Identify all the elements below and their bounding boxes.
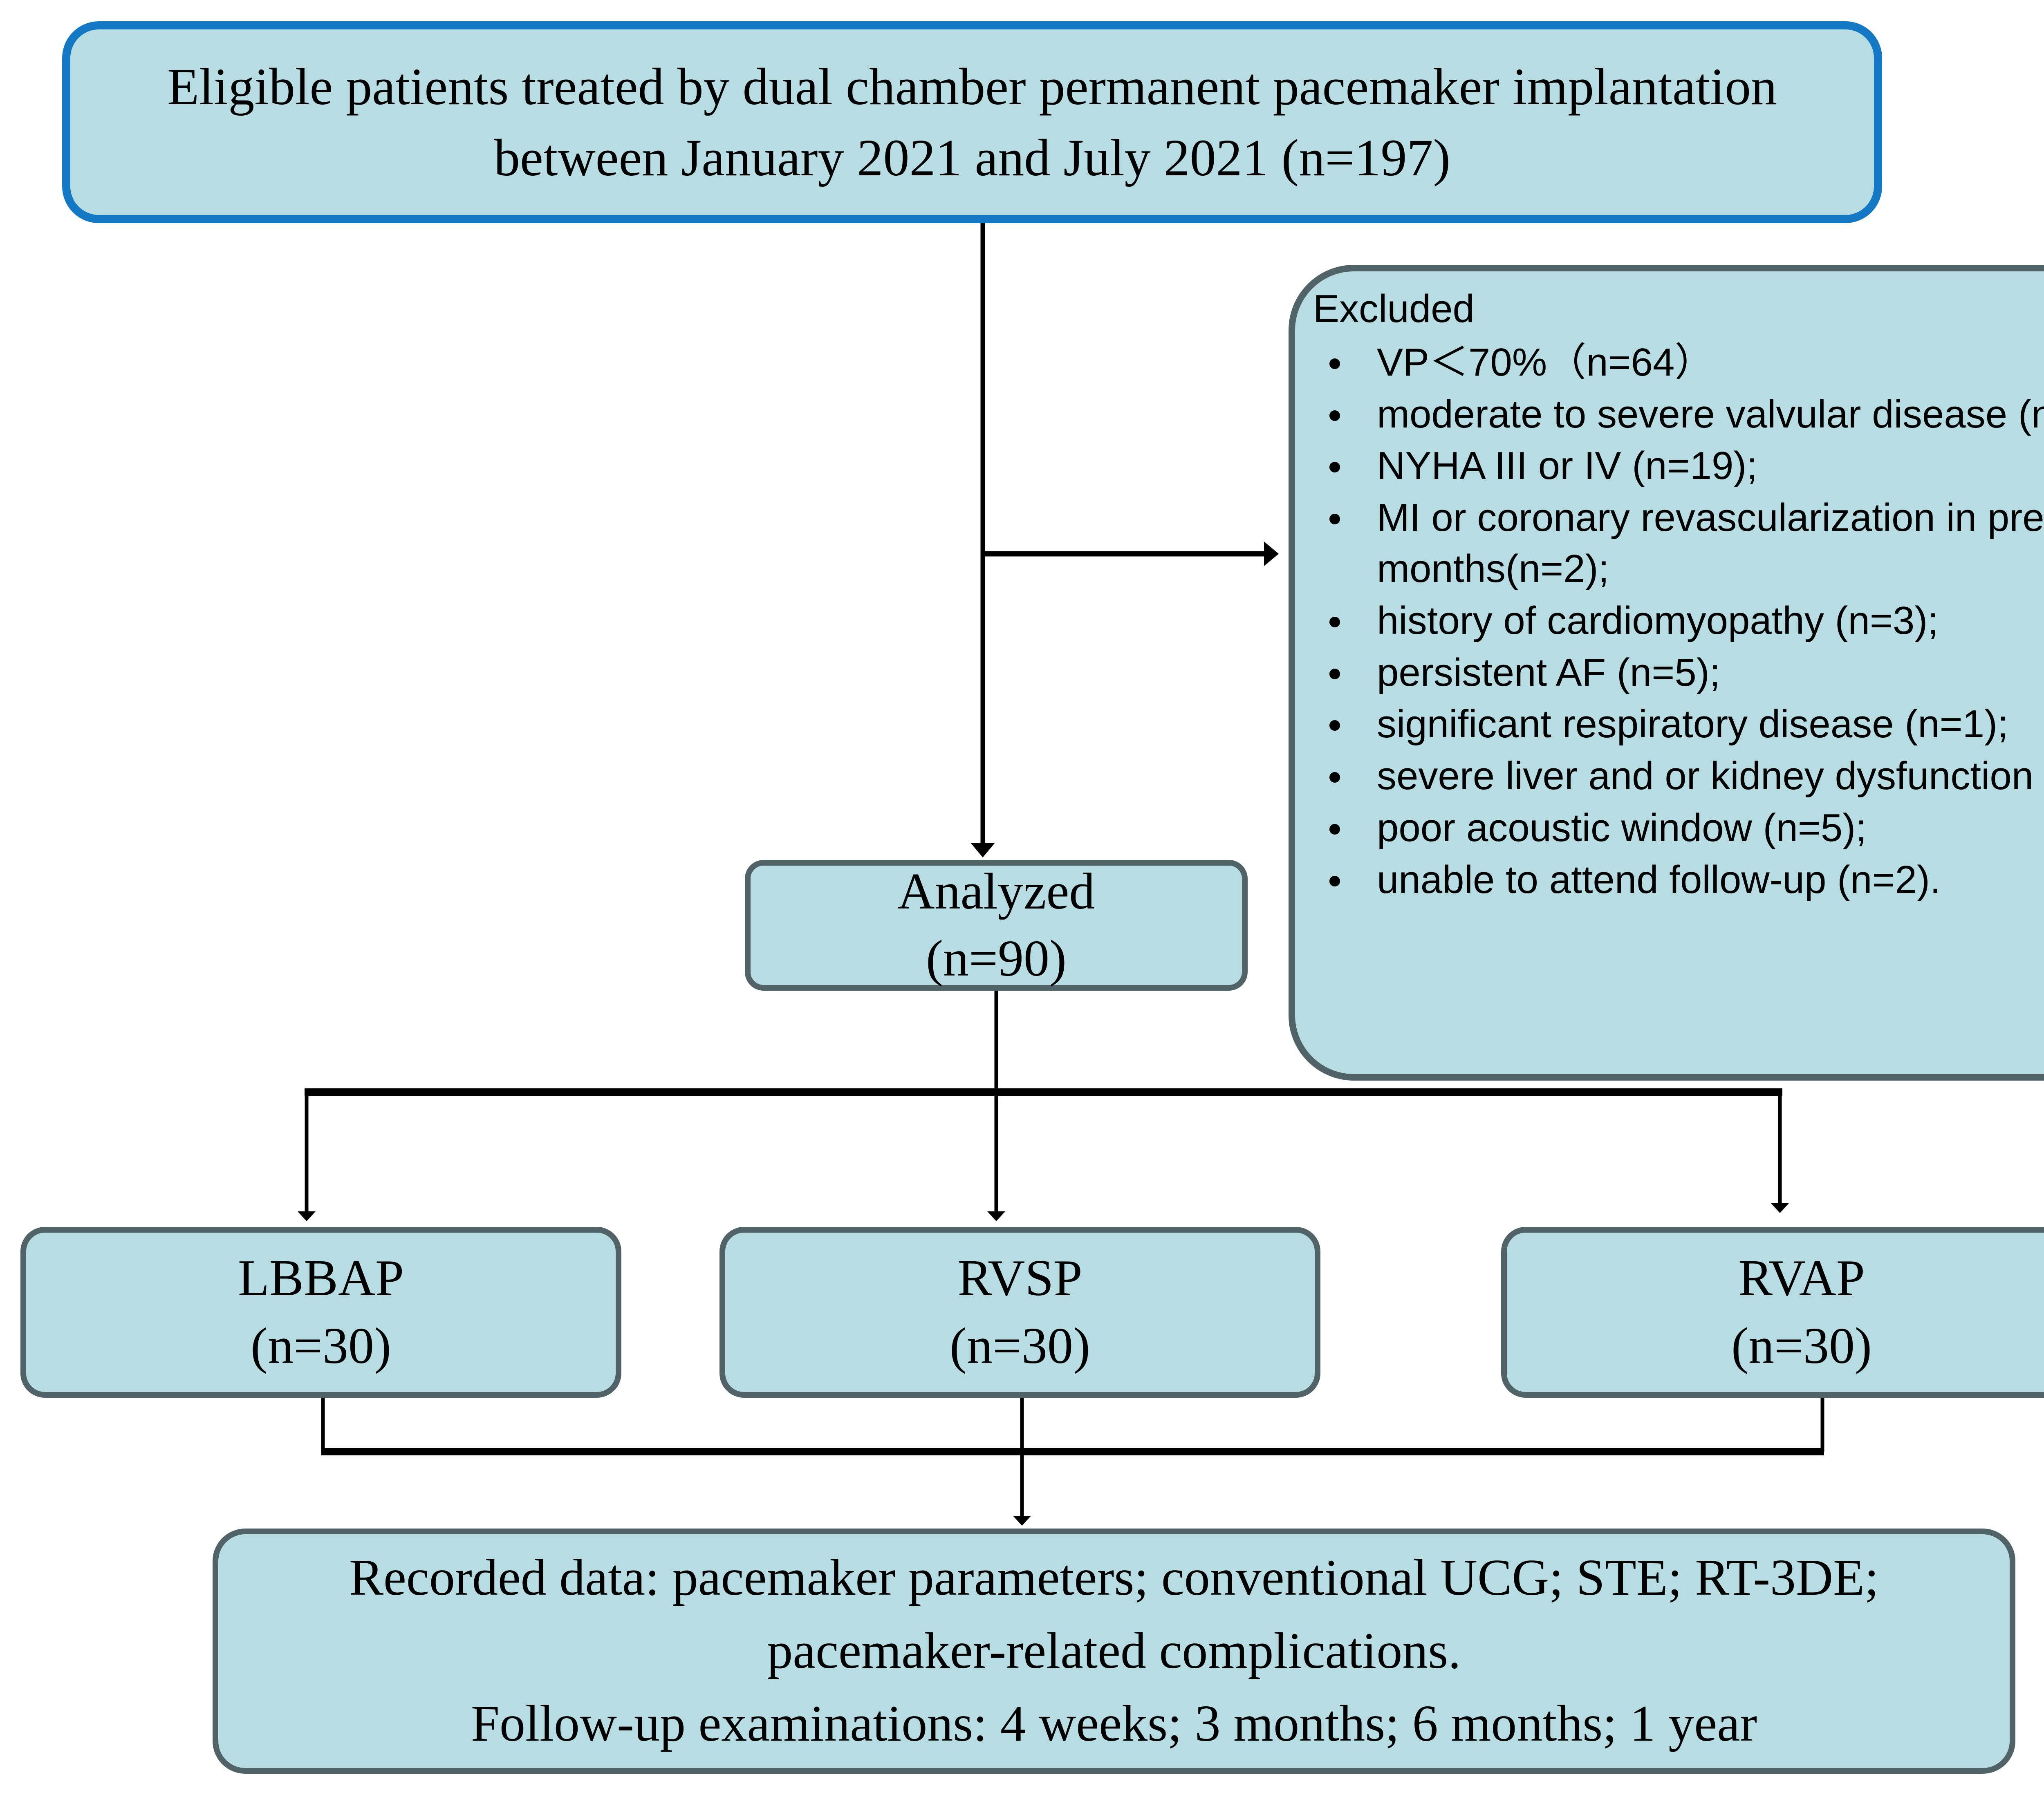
eligible-line-1: Eligible patients treated by dual chambe… (167, 57, 1777, 116)
node-recorded-data: Recorded data: pacemaker parameters; con… (213, 1529, 2015, 1774)
node-analyzed: Analyzed (n=90) (745, 860, 1248, 991)
list-item: moderate to severe valvular disease (n=5… (1311, 389, 2044, 440)
list-item: MI or coronary revascularization in prev… (1311, 492, 2044, 595)
analyzed-label: Analyzed (897, 863, 1095, 920)
excluded-list: VP＜70%（n=64） moderate to severe valvular… (1311, 337, 2044, 906)
node-rvsp: RVSP (n=30) (719, 1227, 1320, 1398)
list-item: severe liver and or kidney dysfunction (… (1311, 751, 2044, 802)
analyzed-count: (n=90) (926, 930, 1067, 987)
node-lbbap: LBBAP (n=30) (20, 1227, 621, 1398)
list-item: VP＜70%（n=64） (1311, 337, 2044, 388)
list-item: poor acoustic window (n=5); (1311, 803, 2044, 854)
recorded-line-2: pacemaker-related complications. (767, 1622, 1461, 1679)
rvsp-count: (n=30) (950, 1318, 1090, 1374)
list-item: unable to attend follow-up (n=2). (1311, 855, 2044, 906)
rvsp-label: RVSP (957, 1249, 1083, 1307)
recorded-line-3: Follow-up examinations: 4 weeks; 3 month… (471, 1695, 1757, 1752)
list-item: significant respiratory disease (n=1); (1311, 699, 2044, 750)
node-excluded: Excluded VP＜70%（n=64） moderate to severe… (1289, 265, 2044, 1081)
node-rvap: RVAP (n=30) (1501, 1227, 2044, 1398)
excluded-title: Excluded (1313, 287, 1475, 331)
node-eligible-patients: Eligible patients treated by dual chambe… (62, 21, 1882, 223)
list-item: persistent AF (n=5); (1311, 647, 2044, 698)
recorded-line-1: Recorded data: pacemaker parameters; con… (349, 1549, 1879, 1606)
list-item: history of cardiomyopathy (n=3); (1311, 595, 2044, 647)
lbbap-count: (n=30) (251, 1318, 391, 1374)
list-item: NYHA III or IV (n=19); (1311, 441, 2044, 492)
rvap-label: RVAP (1738, 1249, 1865, 1307)
eligible-line-2: between January 2021 and July 2021 (n=19… (493, 129, 1451, 187)
lbbap-label: LBBAP (238, 1249, 404, 1307)
rvap-count: (n=30) (1731, 1318, 1872, 1374)
